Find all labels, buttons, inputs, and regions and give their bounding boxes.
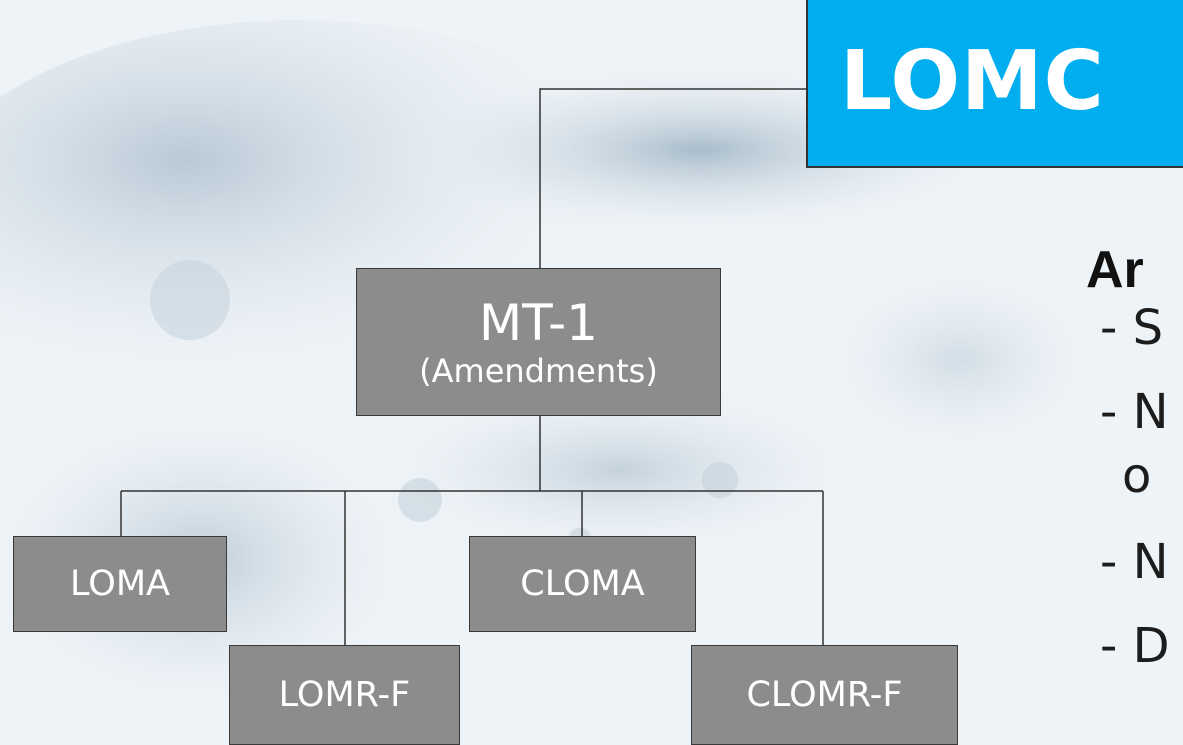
cloma-node: CLOMA	[469, 536, 696, 632]
bullet-3: - N	[1100, 534, 1169, 590]
bullet-1: - S	[1100, 300, 1164, 356]
bullet-2: - N	[1100, 384, 1169, 440]
lomc-label: LOMC	[840, 34, 1105, 129]
loma-label: LOMA	[70, 564, 170, 604]
clomr-f-node: CLOMR-F	[691, 645, 958, 745]
cloma-label: CLOMA	[520, 564, 645, 604]
clomr-f-label: CLOMR-F	[746, 675, 903, 715]
connector-root-mt1	[539, 88, 808, 268]
lomc-root-node: LOMC	[806, 0, 1183, 168]
lomr-f-node: LOMR-F	[229, 645, 460, 745]
side-heading: Ar	[1086, 241, 1144, 299]
loma-node: LOMA	[13, 536, 227, 632]
mt1-title: MT-1	[479, 294, 598, 352]
mt1-node: MT-1 (Amendments)	[356, 268, 721, 416]
mt1-subtitle: (Amendments)	[419, 352, 658, 390]
bullet-4: - D	[1100, 618, 1170, 674]
lomr-f-label: LOMR-F	[278, 675, 411, 715]
bullet-2-continuation: o	[1122, 448, 1152, 504]
